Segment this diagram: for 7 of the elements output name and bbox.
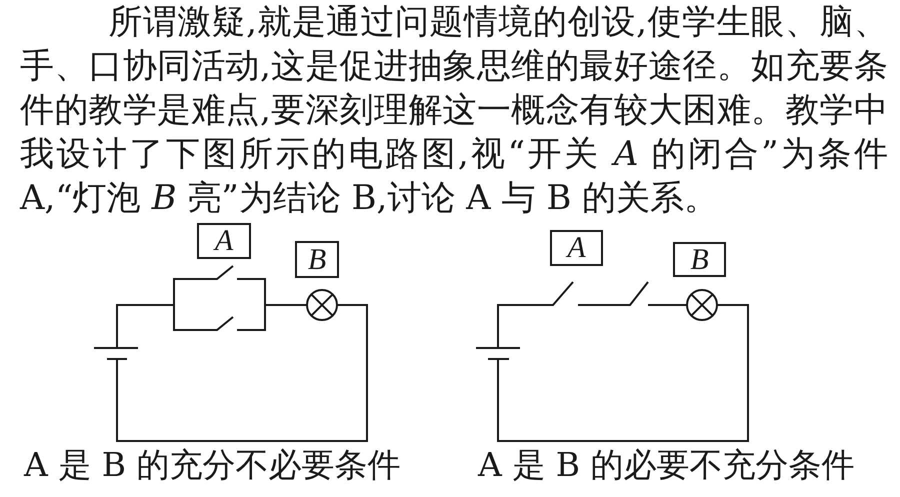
caption: A 是 B 的充分不必要条件 [24,446,401,484]
caption: A 是 B 的必要不充分条件 [478,446,855,484]
paragraph-text: 所谓激疑,就是通过问题情境的创设,使学生眼、脑、手、口协同活动,这是促进抽象思维的最好途径。如充要条件的教学是难点,要深刻理解这一概念有较大困难。教学中我设计了下图所示的电路图,视“开关 A 的闭合”为条件 A,“灯泡 B 亮”为结论 B,讨论 A 与 B 的关系。 [20,1,888,220]
label-box: B [295,241,339,278]
label-box: A [550,230,603,266]
label-box: B [673,242,726,277]
label-box: A [197,223,251,259]
